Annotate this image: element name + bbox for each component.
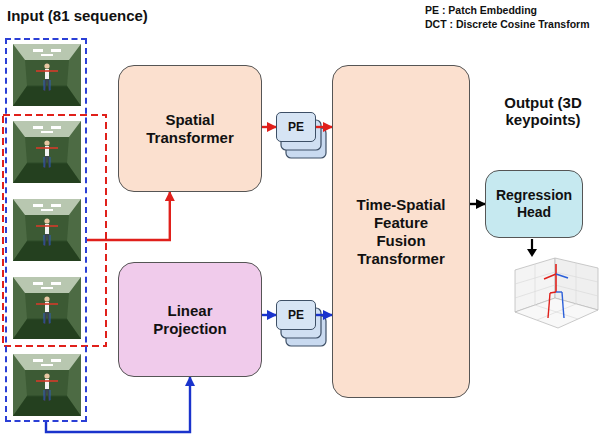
box-label: Linear Projection <box>134 302 246 338</box>
patch-embedding-box: PE <box>276 300 316 330</box>
box-label: Spatial Transformer <box>131 111 249 147</box>
text-group: PE <box>288 120 304 134</box>
flow-arrow <box>316 126 332 128</box>
flow-arrow <box>316 314 332 316</box>
linear-projection-box: Linear Projection <box>118 262 262 377</box>
input-frames <box>13 44 81 416</box>
abbreviation-note: PE : Patch Embedding <box>425 4 537 16</box>
flow-arrow <box>46 377 190 432</box>
box-label: Regression Head <box>492 187 576 221</box>
keypoint-plot <box>515 258 598 328</box>
output-arrow <box>527 239 537 257</box>
box-label: PE <box>288 308 304 322</box>
flow-arrow <box>470 203 485 205</box>
text-group: Time-Spatial Feature Fusion Transformer <box>349 196 453 268</box>
input-sequence-box: Input (81 sequence) <box>5 38 87 422</box>
sequence-heading: Input (81 sequence) <box>7 7 148 25</box>
text-group: Regression Head <box>492 187 576 221</box>
fusion-transformer-box: Time-Spatial Feature Fusion Transformer <box>332 65 470 398</box>
flow-arrow <box>262 126 276 128</box>
window-bracket <box>3 115 106 346</box>
abbreviation-note: DCT : Discrete Cosine Transform <box>425 18 590 30</box>
text-group: Spatial Transformer <box>131 111 249 147</box>
text-group: PE <box>288 308 304 322</box>
text-group: Linear Projection <box>134 302 246 338</box>
patch-embedding-box: PE <box>276 112 316 142</box>
box-label: PE <box>288 120 304 134</box>
flow-arrow <box>87 192 170 240</box>
flow-arrow <box>262 314 276 316</box>
spatial-transformer-box: Spatial Transformer <box>118 65 262 192</box>
output-heading: Output (3D keypoints) <box>486 94 600 128</box>
regression-head-box: Regression Head <box>485 170 583 238</box>
box-label: Time-Spatial Feature Fusion Transformer <box>349 196 453 268</box>
